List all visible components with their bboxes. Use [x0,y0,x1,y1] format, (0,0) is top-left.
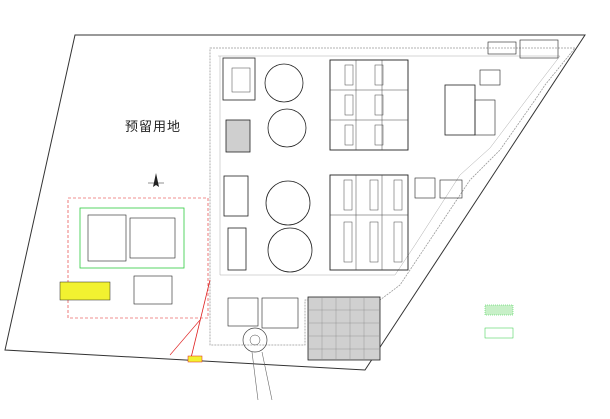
building-mid-east-2 [439,179,463,199]
building-south-2 [227,297,259,327]
compound-building-2 [129,217,176,259]
gate-house-ne [519,39,559,59]
tank-4 [267,227,313,273]
building-south [261,297,299,329]
reserved-land-label: 预留用地 [125,120,182,135]
building-d [227,227,247,271]
process-block-top-grid [330,60,408,150]
legend-box-1 [484,304,514,316]
building-east-2 [474,99,496,136]
building-east [444,84,476,136]
building-b [225,119,251,153]
compound-building-3 [133,275,173,305]
south-access-road [251,351,273,401]
roundabout-inner [249,334,261,346]
plant-road [209,47,576,346]
site-boundary [4,34,586,371]
compound-green-outline [79,207,185,269]
building-c [223,175,249,217]
building-east-3 [479,69,501,86]
building-a-inner [231,67,251,93]
compound-building-1 [87,214,127,262]
yellow-marker [187,355,203,363]
building-hatched [307,296,381,361]
tank-1 [264,63,304,103]
compound-red-dashed [67,197,209,319]
plant-road-inner [218,55,561,276]
red-pipeline-2 [169,319,201,356]
tank-3 [265,180,311,226]
building-a [222,57,256,101]
gate-house-ne-2 [487,41,517,55]
red-pipeline-1 [189,279,211,363]
roundabout [242,327,268,353]
north-arrow [148,173,164,187]
process-block-mid-grid [330,175,408,270]
yellow-field [59,281,111,301]
building-mid-east [414,177,436,199]
legend-box-2 [484,327,514,339]
hatch-pattern [308,297,380,360]
tank-2 [267,108,307,148]
process-block-mid [329,174,409,271]
process-block-top [329,59,409,151]
